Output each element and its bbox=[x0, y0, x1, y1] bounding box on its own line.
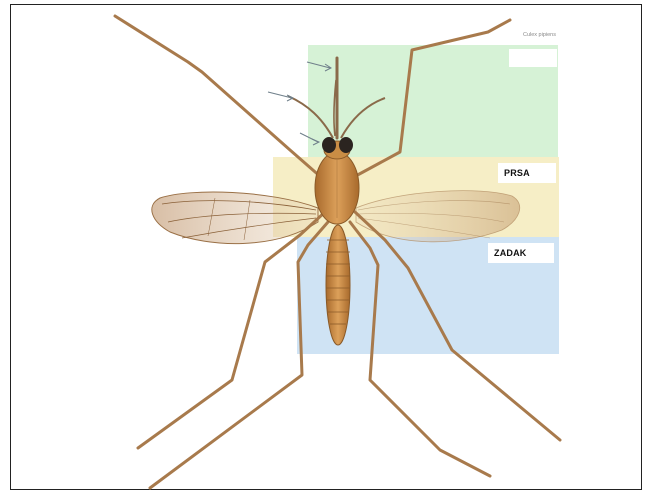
abdomen bbox=[326, 225, 350, 345]
right-antenna bbox=[341, 98, 385, 138]
left-antenna bbox=[288, 96, 333, 138]
left-eye bbox=[322, 137, 336, 153]
pointer-arrows bbox=[268, 62, 331, 145]
head bbox=[288, 58, 385, 159]
thorax bbox=[315, 152, 359, 224]
abdomen-label: ZADAK bbox=[488, 243, 554, 263]
arrow-antenna bbox=[268, 92, 292, 98]
right-eye bbox=[339, 137, 353, 153]
left-wing bbox=[152, 192, 318, 244]
head-label bbox=[509, 49, 557, 67]
thorax-label: PRSA bbox=[498, 163, 556, 183]
